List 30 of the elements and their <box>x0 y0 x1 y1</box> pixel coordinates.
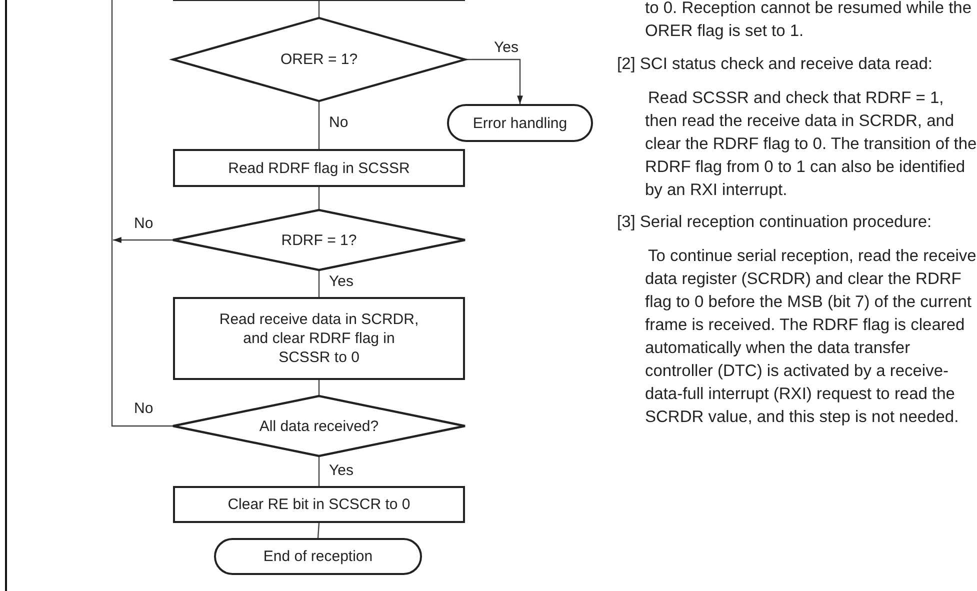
process-box <box>173 486 465 523</box>
node-text: ORER = 1? <box>279 50 359 69</box>
node-text: End of reception <box>262 547 374 566</box>
note-heading: [2] SCI status check and receive data read: <box>617 54 934 75</box>
connector-line <box>318 270 320 297</box>
connector-line <box>111 0 173 427</box>
connector-line <box>317 522 320 538</box>
note-text: Read SCSSR and check that RDRF = 1, then read the receive data in SCRDR, and clear the RDRF flag to 0. The transition of the RDRF flag from 0 to 1 can also be identified by an RXI interrupt. <box>645 88 977 201</box>
arrow <box>465 58 523 104</box>
node-text: Read RDRF flag in SCSSR <box>227 158 411 178</box>
node-text: RDRF = 1? <box>280 230 358 250</box>
connector-line <box>318 101 320 149</box>
node-text: Clear RE bit in SCSCR to 0 <box>226 495 412 514</box>
terminal-pill <box>214 538 422 575</box>
node-text: All data received? <box>258 416 380 436</box>
connector-line <box>318 187 320 210</box>
connector-line <box>318 1 320 18</box>
process-box <box>173 149 465 187</box>
node-text: Read receive data in SCRDR, and clear RDRF flag in SCSSR to 0 <box>218 310 420 367</box>
decision-diamond <box>173 396 465 456</box>
connector-line <box>318 380 320 396</box>
note-text: to 0. Reception cannot be resumed while the ORER flag is set to 1. <box>645 0 973 42</box>
decision-diamond <box>173 210 465 270</box>
terminal-pill <box>447 104 593 142</box>
process-box <box>173 297 465 380</box>
arrow <box>113 237 173 243</box>
note-text: To continue serial reception, read the receive data register (SCRDR) and clear the RDRF flag to 0 before the MSB (bit 7) of the current frame is received. The RDRF flag is cleared automatically when the data transfer controller (DTC) is activated by a receive-data-full interrupt (RXI) request to read the SCRDR value, and this step is not needed. <box>645 246 977 428</box>
note-heading: [3] Serial reception continuation procedure: <box>617 212 933 233</box>
node-text: Error handling <box>472 114 568 132</box>
connector-line <box>318 456 320 486</box>
